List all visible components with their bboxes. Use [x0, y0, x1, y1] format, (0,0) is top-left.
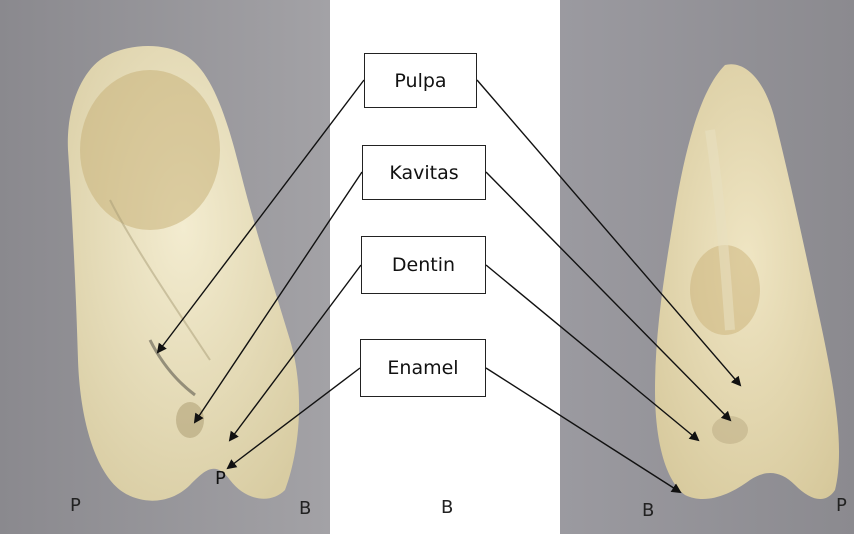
marker-center-buccal: B	[441, 497, 453, 518]
right-tooth-photo	[560, 0, 854, 534]
label-pulpa: Pulpa	[364, 53, 477, 108]
marker-left-buccal: B	[299, 498, 311, 519]
marker-left-palatal: P	[70, 495, 81, 516]
label-dentin: Dentin	[361, 236, 486, 294]
label-kavitas: Kavitas	[362, 145, 486, 200]
label-enamel: Enamel	[360, 339, 486, 397]
marker-cavity-palatal: P	[215, 468, 226, 489]
left-tooth-photo	[0, 0, 330, 534]
marker-right-buccal: B	[642, 500, 654, 521]
marker-right-palatal: P	[836, 495, 847, 516]
left-pulp-stain	[80, 70, 220, 230]
